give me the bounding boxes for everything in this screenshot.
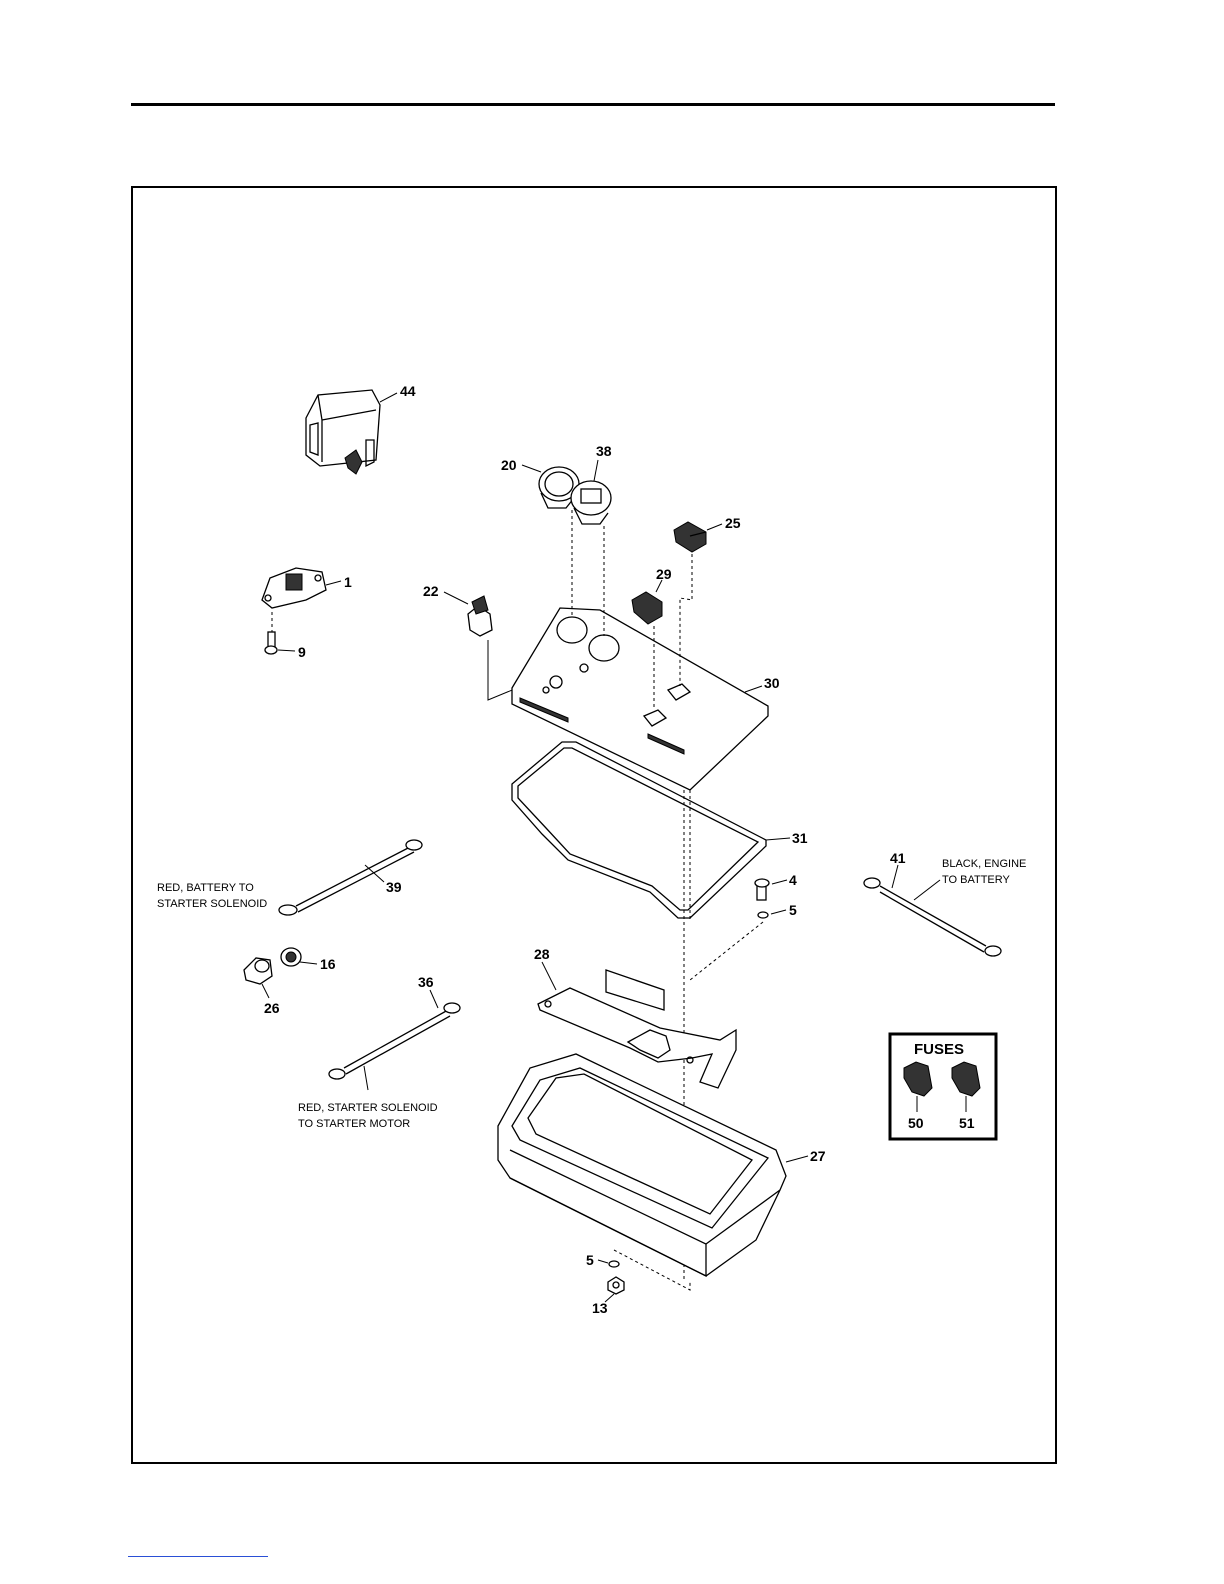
callout-29: 29 bbox=[656, 566, 672, 582]
callout-28: 28 bbox=[534, 946, 550, 962]
part-27-housing bbox=[498, 1054, 808, 1276]
part-38-gauge bbox=[571, 460, 611, 524]
part-9-bolt bbox=[265, 612, 295, 654]
callout-39: 39 bbox=[386, 879, 402, 895]
part-30-dash-panel bbox=[512, 510, 768, 790]
fuses-title: FUSES bbox=[914, 1041, 964, 1058]
note-engine-battery-1: BLACK, ENGINE bbox=[942, 858, 1026, 870]
note-solenoid-motor-2: TO STARTER MOTOR bbox=[298, 1118, 410, 1130]
part-26-terminal bbox=[244, 958, 272, 998]
note-battery-solenoid-2: STARTER SOLENOID bbox=[157, 898, 267, 910]
part-22-key-switch bbox=[444, 592, 522, 700]
callout-16: 16 bbox=[320, 956, 336, 972]
note-battery-solenoid-1: RED, BATTERY TO bbox=[157, 882, 254, 894]
part-20-gauge bbox=[522, 465, 579, 508]
note-engine-battery-2: TO BATTERY bbox=[942, 874, 1011, 886]
callout-31: 31 bbox=[792, 830, 808, 846]
callout-51: 51 bbox=[959, 1115, 975, 1131]
callout-1: 1 bbox=[344, 574, 352, 590]
callout-38: 38 bbox=[596, 443, 612, 459]
callout-25: 25 bbox=[725, 515, 741, 531]
part-16-boot bbox=[281, 948, 317, 966]
callout-9: 9 bbox=[298, 644, 306, 660]
callout-36: 36 bbox=[418, 974, 434, 990]
callout-20: 20 bbox=[501, 457, 517, 473]
part-36-cable bbox=[329, 990, 460, 1090]
callout-50: 50 bbox=[908, 1115, 924, 1131]
callout-30: 30 bbox=[764, 675, 780, 691]
part-25-switch bbox=[674, 522, 722, 552]
part-1-solenoid bbox=[262, 568, 341, 608]
callout-13: 13 bbox=[592, 1300, 608, 1316]
callout-41: 41 bbox=[890, 850, 906, 866]
callout-26: 26 bbox=[264, 1000, 280, 1016]
part-39-cable bbox=[279, 840, 422, 915]
part-4-bolt bbox=[755, 879, 787, 900]
callout-5b: 5 bbox=[586, 1252, 594, 1268]
note-solenoid-motor-1: RED, STARTER SOLENOID bbox=[298, 1102, 438, 1114]
callout-44: 44 bbox=[400, 383, 416, 399]
callout-22: 22 bbox=[423, 583, 439, 599]
callout-27: 27 bbox=[810, 1148, 826, 1164]
callout-4: 4 bbox=[789, 872, 797, 888]
callout-5a: 5 bbox=[789, 902, 797, 918]
part-5-washer bbox=[690, 910, 786, 980]
part-44-light bbox=[306, 390, 397, 474]
part-13-nut bbox=[605, 1277, 624, 1302]
part-29-switch bbox=[632, 580, 662, 624]
